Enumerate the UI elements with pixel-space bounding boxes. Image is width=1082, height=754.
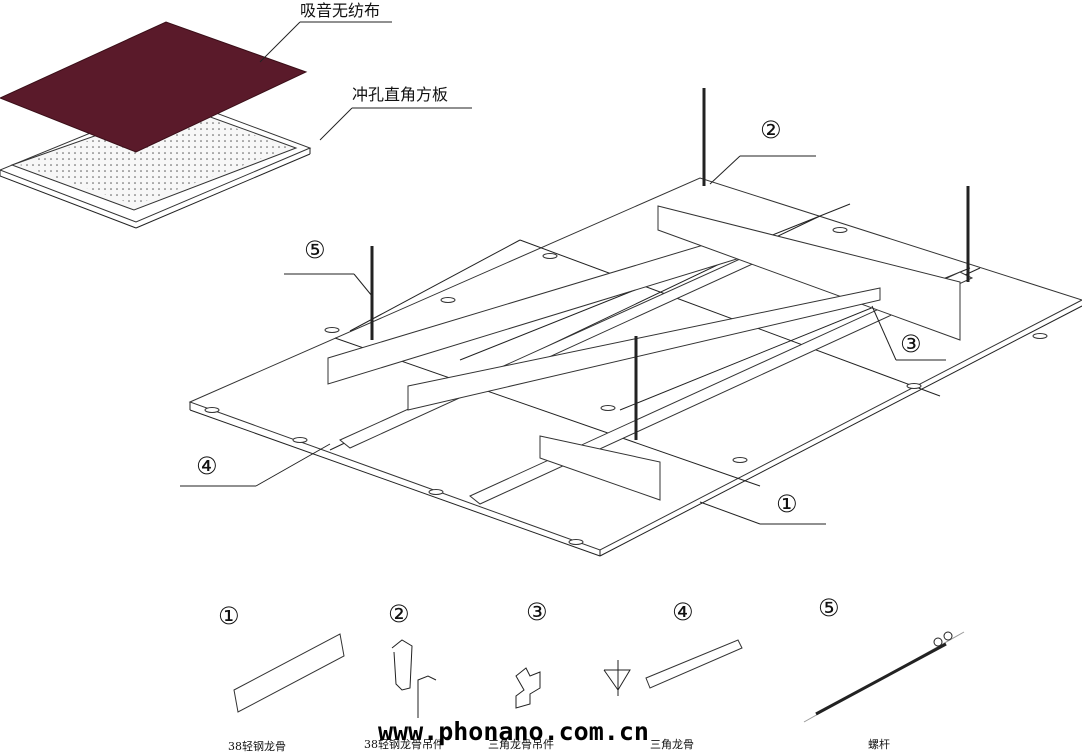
part-5-caption: 螺杆 [868, 737, 890, 751]
callout-4: ④ [196, 452, 218, 480]
callout-2: ② [760, 116, 782, 144]
parts-legend: ① ② ③ ④ ⑤ 38轻钢龙骨 38轻钢龙骨吊件 三角龙骨吊件 三角龙骨 [218, 594, 965, 753]
part-2-number: ② [388, 600, 410, 628]
fabric-label: 吸音无纺布 [300, 1, 380, 20]
part-1-number: ① [218, 602, 240, 630]
part-4-number: ④ [672, 598, 694, 626]
panel-leader [319, 107, 353, 141]
watermark: www.phonano.com.cn [378, 717, 649, 746]
fabric-sheet [0, 21, 308, 153]
part-5-number: ⑤ [818, 594, 840, 622]
ceiling-grid [188, 88, 1082, 557]
part-3-caption: 三角龙骨吊件 [488, 738, 554, 751]
part-4-caption: 三角龙骨 [650, 738, 694, 751]
callout-3: ③ [900, 330, 922, 358]
fabric-leader [259, 21, 301, 63]
part-1-caption: 38轻钢龙骨 [228, 739, 286, 753]
part-2-drawing [391, 639, 437, 718]
panel-label: 冲孔直角方板 [352, 85, 448, 104]
callout-1: ① [776, 490, 798, 518]
part-3-number: ③ [526, 598, 548, 626]
part-2-caption: 38轻钢龙骨吊件 [364, 737, 444, 751]
part-3-drawing [515, 667, 541, 709]
part-4-drawing [603, 639, 743, 696]
callout-5: ⑤ [304, 236, 326, 264]
part-1-drawing [233, 633, 345, 713]
part-5-drawing [803, 631, 965, 723]
perforated-panel [0, 97, 312, 229]
